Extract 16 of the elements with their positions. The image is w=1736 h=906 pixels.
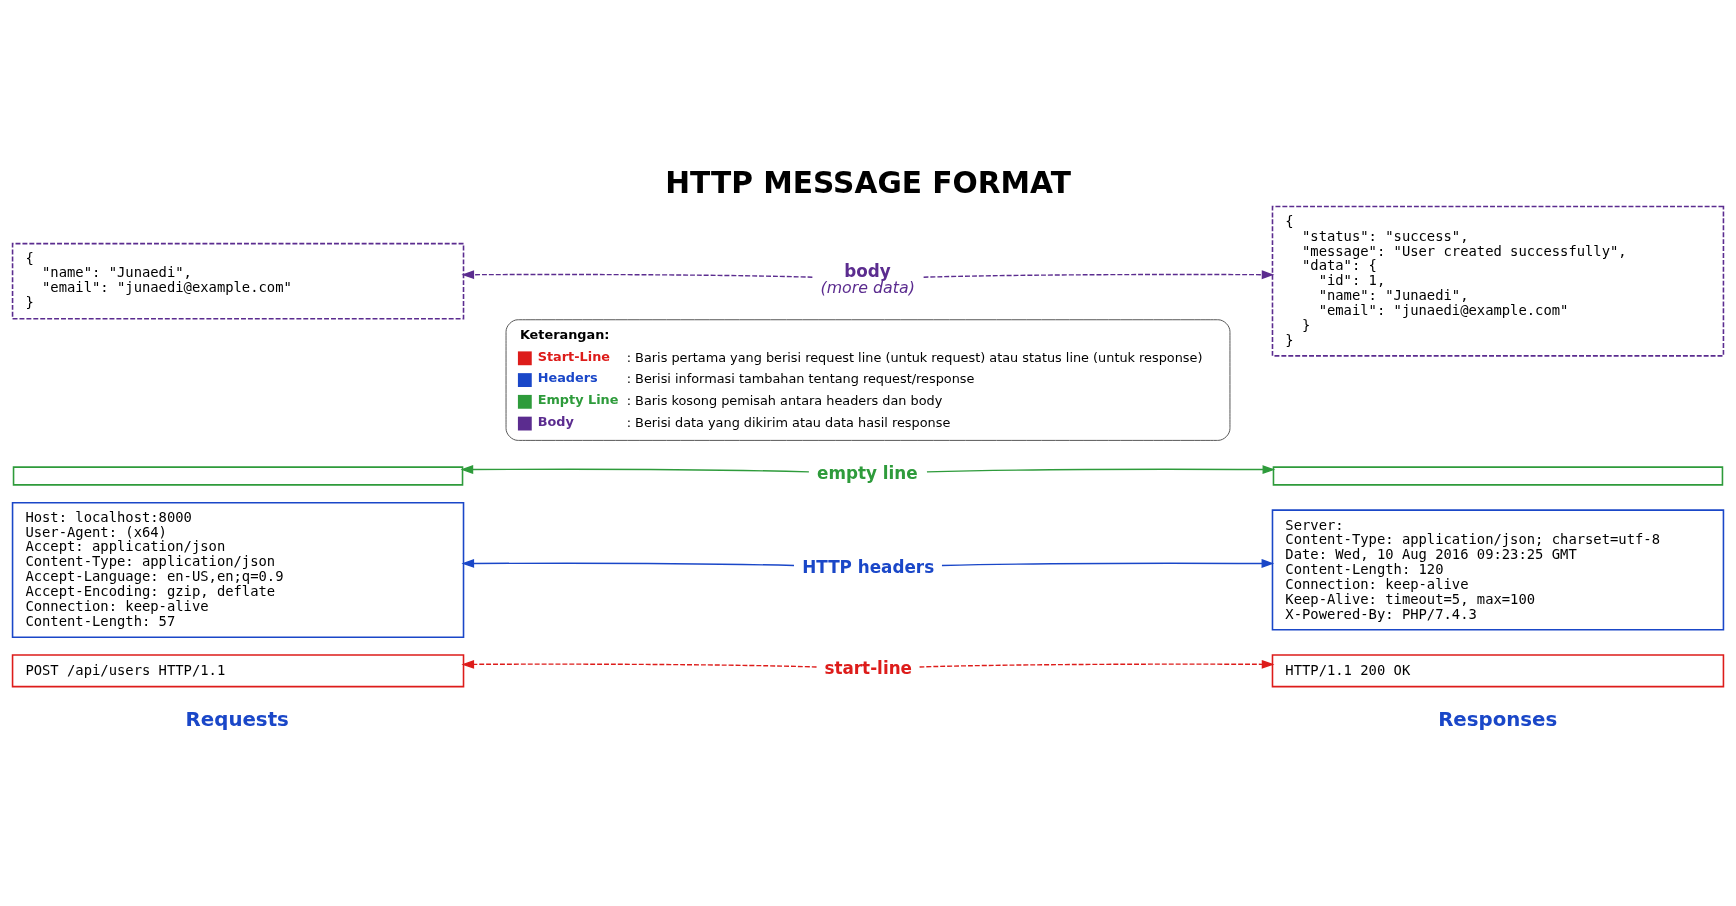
node-text: start-line bbox=[824, 657, 912, 678]
legend-label: Headers bbox=[537, 370, 598, 386]
label: : Berisi informasi tambahan tentang request/response bbox=[626, 371, 975, 387]
label: Responses bbox=[1438, 708, 1558, 732]
node-text: body (more data) bbox=[820, 261, 915, 298]
label: : Baris kosong pemisah antara headers dan body bbox=[626, 393, 943, 409]
label: : Berisi data yang dikirim atau data hasil response bbox=[626, 414, 951, 430]
legend-label: Body bbox=[537, 413, 574, 429]
legend-label: Empty Line bbox=[537, 392, 619, 408]
node-text: empty line bbox=[817, 463, 918, 484]
label: Keterangan: bbox=[519, 326, 610, 342]
label: Requests bbox=[185, 708, 289, 732]
legend-label: Start-Line bbox=[537, 348, 610, 364]
diagram-title: HTTP MESSAGE FORMAT bbox=[665, 164, 1072, 200]
node-text: HTTP headers bbox=[802, 557, 935, 578]
label: : Baris pertama yang berisi request line (untuk request) atau status line (untuk response) bbox=[626, 349, 1203, 365]
